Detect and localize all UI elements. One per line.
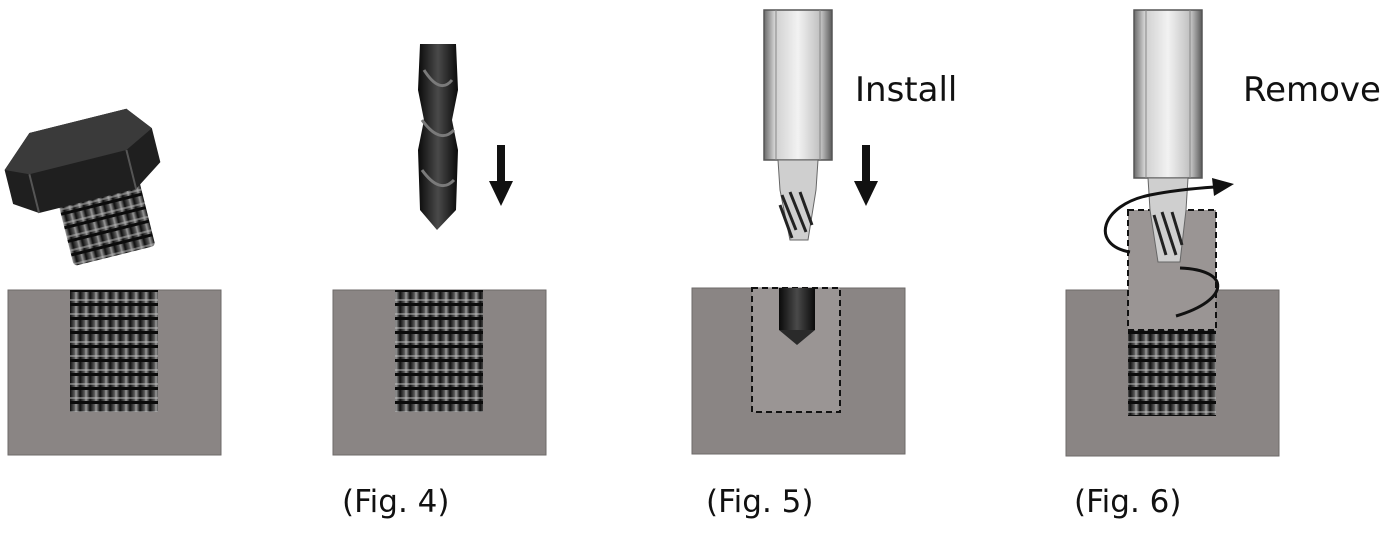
remove-label: Remove bbox=[1243, 70, 1381, 110]
install-label: Install bbox=[855, 70, 958, 110]
drill-bit-icon bbox=[418, 44, 458, 230]
caption-fig-5: (Fig. 5) bbox=[706, 484, 814, 520]
threaded-hole bbox=[395, 290, 483, 412]
rotation-arrow-icon bbox=[1103, 178, 1234, 318]
panel-bolt-in-block bbox=[4, 108, 222, 456]
panel-remove bbox=[1065, 9, 1280, 457]
extractor-icon bbox=[1133, 9, 1203, 263]
bolt-icon bbox=[4, 108, 161, 266]
drilled-hole bbox=[779, 288, 815, 330]
threaded-hole bbox=[1128, 330, 1216, 416]
extractor-icon bbox=[763, 9, 833, 241]
panel-drill bbox=[332, 44, 547, 456]
down-arrow-icon bbox=[489, 145, 513, 206]
caption-fig-4: (Fig. 4) bbox=[342, 484, 450, 520]
panel-install bbox=[691, 9, 906, 455]
threaded-hole bbox=[70, 290, 158, 412]
down-arrow-icon bbox=[854, 145, 878, 206]
caption-fig-6: (Fig. 6) bbox=[1074, 484, 1182, 520]
